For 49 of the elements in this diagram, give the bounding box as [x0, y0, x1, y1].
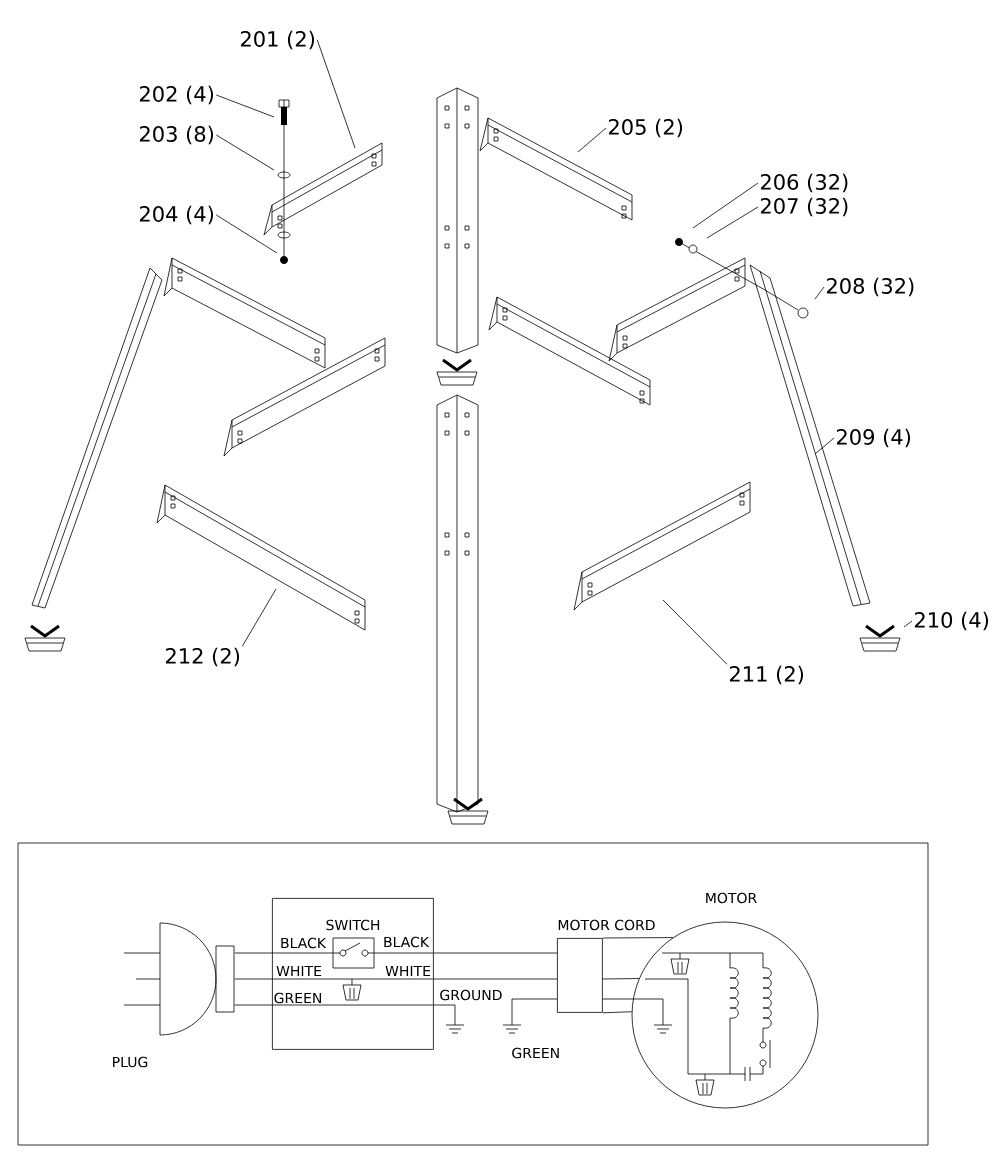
wire-label: WHITE — [276, 965, 322, 977]
leader-line — [814, 286, 825, 300]
leader-line — [215, 214, 278, 254]
ground-symbol — [653, 1024, 673, 1034]
wire-label: GREEN — [274, 992, 321, 1004]
wire — [433, 1004, 456, 1026]
wire-label: BLACK — [384, 936, 430, 948]
leader-line — [814, 437, 835, 455]
leader-line — [662, 599, 728, 665]
callout-number: 212 (2) — [165, 647, 240, 667]
callout-number: 201 (2) — [240, 30, 315, 50]
callout-number: 209 (4) — [836, 428, 911, 448]
leader-line — [577, 127, 607, 153]
wire — [433, 978, 558, 980]
wire — [234, 978, 273, 980]
wire-label: GREEN — [512, 1047, 559, 1059]
callout-number: 208 (32) — [826, 277, 914, 297]
leader-line — [215, 94, 275, 118]
callout-number: 203 (8) — [139, 125, 214, 145]
ground-symbol — [445, 1024, 465, 1034]
callout-number: 205 (2) — [608, 118, 683, 138]
leader-line — [903, 620, 913, 628]
wire — [234, 1004, 273, 1006]
leader-line — [215, 134, 275, 171]
ground-symbol — [502, 1024, 522, 1034]
wire — [602, 998, 664, 1026]
callout-number: 211 (2) — [729, 665, 804, 685]
wire — [433, 952, 558, 954]
wire — [511, 998, 558, 1026]
motor-label: MOTOR — [706, 892, 757, 904]
callout-number: 206 (32) — [760, 173, 848, 193]
wire — [602, 978, 640, 980]
callout-number: 204 (4) — [139, 205, 214, 225]
callout-number: 210 (4) — [914, 611, 989, 631]
callout-number: 202 (4) — [139, 85, 214, 105]
wire-label: BLACK — [281, 937, 327, 949]
ground-label: GROUND — [440, 989, 502, 1001]
wire — [602, 937, 674, 939]
leader-line — [241, 588, 277, 647]
leader-line — [316, 39, 356, 149]
wire — [602, 1011, 633, 1014]
wire-label: WHITE — [385, 965, 431, 977]
cord-label: MOTOR CORD — [558, 919, 655, 931]
switch-label: SWITCH — [326, 919, 380, 931]
wire — [234, 952, 273, 954]
leader-line — [706, 206, 759, 239]
plug-label: PLUG — [113, 1056, 148, 1068]
callout-number: 207 (32) — [760, 197, 848, 217]
leader-line — [692, 182, 759, 229]
